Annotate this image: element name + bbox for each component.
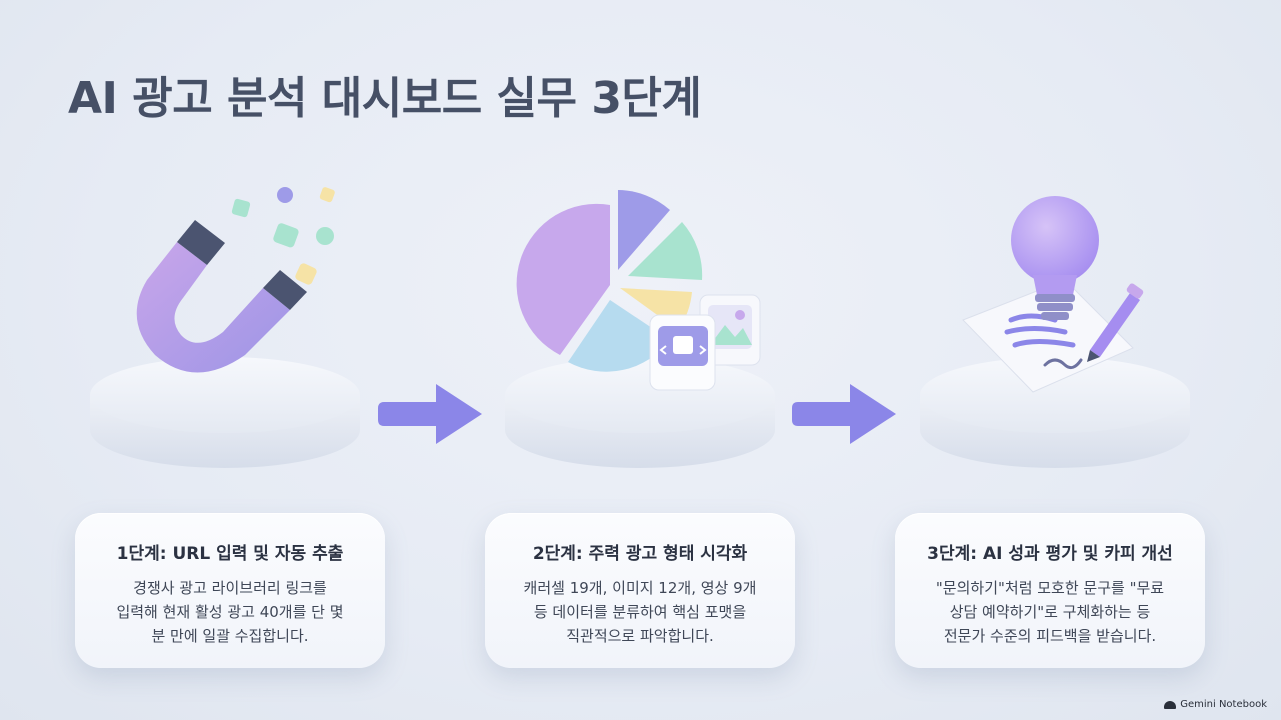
stage-1-illustration — [85, 180, 375, 480]
step-line: 전문가 수준의 피드백을 받습니다. — [943, 627, 1157, 645]
step-card-2: 2단계: 주력 광고 형태 시각화 캐러셀 19개, 이미지 12개, 영상 9… — [485, 513, 795, 668]
pedestal — [920, 357, 1190, 468]
pedestal — [90, 357, 360, 468]
step-title: 1단계: URL 입력 및 자동 추출 — [116, 544, 344, 564]
step-line: 직관적으로 파악합니다. — [566, 627, 714, 645]
lightbulb-icon — [1011, 196, 1099, 320]
magnet-icon — [136, 187, 335, 373]
step-description: "문의하기"처럼 모호한 문구를 "무료 상담 예약하기"로 구체화하는 등 전… — [907, 576, 1193, 648]
step-line: 등 데이터를 분류하여 핵심 포맷을 — [533, 603, 747, 621]
pencil-icon — [1087, 283, 1144, 362]
step-line: 분 만에 일괄 수집합니다. — [151, 627, 309, 645]
step-line: 캐러셀 19개, 이미지 12개, 영상 9개 — [523, 579, 757, 597]
document-icon — [962, 279, 1134, 393]
step-line: 경쟁사 광고 라이브러리 링크를 — [133, 579, 327, 597]
step-title: 2단계: 주력 광고 형태 시각화 — [532, 544, 748, 564]
arrow-right-icon — [792, 378, 902, 450]
step-line: 입력해 현재 활성 광고 40개를 단 몇 — [116, 603, 344, 621]
arrow-right-icon — [378, 378, 488, 450]
pedestal — [505, 357, 775, 468]
step-card-1: 1단계: URL 입력 및 자동 추출 경쟁사 광고 라이브러리 링크를 입력해… — [75, 513, 385, 668]
step-description: 캐러셀 19개, 이미지 12개, 영상 9개 등 데이터를 분류하여 핵심 포… — [497, 576, 783, 648]
page-title: AI 광고 분석 대시보드 실무 3단계 — [68, 73, 702, 124]
footer-text: Gemini Notebook — [1180, 699, 1267, 710]
step-line: 상담 예약하기"로 구체화하는 등 — [949, 603, 1151, 621]
stage-2-illustration — [500, 180, 790, 480]
video-card-icon — [649, 314, 716, 391]
step-title: 3단계: AI 성과 평가 및 카피 개선 — [927, 544, 1173, 564]
step-line: "문의하기"처럼 모호한 문구를 "무료 — [935, 579, 1165, 597]
footer-brand: Gemini Notebook — [1164, 699, 1267, 710]
step-card-3: 3단계: AI 성과 평가 및 카피 개선 "문의하기"처럼 모호한 문구를 "… — [895, 513, 1205, 668]
step-description: 경쟁사 광고 라이브러리 링크를 입력해 현재 활성 광고 40개를 단 몇 분… — [87, 576, 373, 648]
stage-3-illustration — [915, 180, 1205, 480]
gemini-logo-icon — [1164, 700, 1177, 709]
